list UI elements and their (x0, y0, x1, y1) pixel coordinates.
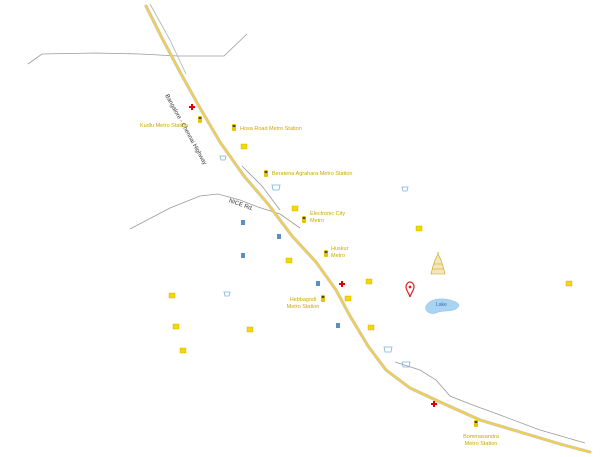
poi-markers (168, 143, 573, 354)
lake-label: Lake (436, 302, 447, 308)
hospital-cross-icon[interactable] (339, 281, 345, 287)
building-icon[interactable] (168, 292, 176, 299)
building-icon[interactable] (172, 323, 180, 330)
metro-train-icon[interactable] (302, 216, 306, 223)
metro-label-electronic-city[interactable]: Electronic City Metro (310, 211, 346, 224)
office-cube-icon[interactable] (277, 234, 281, 239)
metro-train-icon[interactable] (324, 250, 328, 257)
shopping-cart-icon[interactable] (271, 184, 281, 191)
minor-road-northwest (27, 33, 248, 65)
office-cube-icon[interactable] (241, 253, 245, 258)
office-cube-icon[interactable] (336, 323, 340, 328)
hospital-cross-icon[interactable] (431, 401, 437, 407)
building-icon[interactable] (565, 280, 573, 287)
shopping-cart-icon[interactable] (401, 361, 411, 368)
metro-label-kudlu[interactable]: Kudlu Metro Station (140, 123, 189, 129)
metro-label-bommasandra[interactable]: Bommasandra Metro Station (463, 434, 499, 447)
minor-road-east (394, 361, 586, 444)
temple-icon[interactable] (430, 252, 446, 275)
highway-bangalore-chennai[interactable] (145, 5, 591, 453)
office-cube-icon[interactable] (316, 281, 320, 286)
metro-train-icon[interactable] (474, 420, 478, 427)
hospital-cross-icon[interactable] (189, 104, 195, 110)
metro-train-icon[interactable] (198, 116, 202, 123)
shopping-cart-icon[interactable] (401, 186, 409, 192)
location-pin-icon[interactable] (405, 281, 415, 298)
building-icon[interactable] (365, 278, 373, 285)
shopping-cart-icon[interactable] (219, 155, 227, 161)
metro-label-hosa-road[interactable]: Hosa Road Metro Station (240, 126, 302, 132)
minor-road-center (241, 165, 281, 211)
lake-shape (425, 298, 460, 314)
office-markers (241, 220, 340, 328)
building-icon[interactable] (240, 143, 248, 150)
building-icon[interactable] (179, 347, 187, 354)
metro-label-huskur[interactable]: Huskur Metro (331, 246, 349, 259)
shopping-cart-icon[interactable] (383, 346, 393, 353)
building-icon[interactable] (246, 326, 254, 333)
metro-train-icon[interactable] (232, 124, 236, 131)
building-icon[interactable] (415, 225, 423, 232)
metro-train-icon[interactable] (321, 295, 325, 302)
office-cube-icon[interactable] (241, 220, 245, 225)
metro-label-hebbagodi[interactable]: Hebbagodi Metro Station (286, 297, 320, 310)
minor-roads (27, 33, 586, 444)
building-icon[interactable] (367, 324, 375, 331)
metro-markers (198, 116, 478, 427)
building-icon[interactable] (344, 295, 352, 302)
hospital-markers (189, 104, 437, 407)
shop-markers (219, 155, 411, 368)
shopping-cart-icon[interactable] (223, 291, 231, 297)
building-icon[interactable] (285, 257, 293, 264)
metro-train-icon[interactable] (264, 170, 268, 177)
minor-road-parallel (149, 3, 187, 75)
building-icon[interactable] (291, 205, 299, 212)
metro-label-beratena-agrahara[interactable]: Beratena Agrahara Metro Station (272, 171, 353, 177)
highway-casing (144, 4, 592, 454)
